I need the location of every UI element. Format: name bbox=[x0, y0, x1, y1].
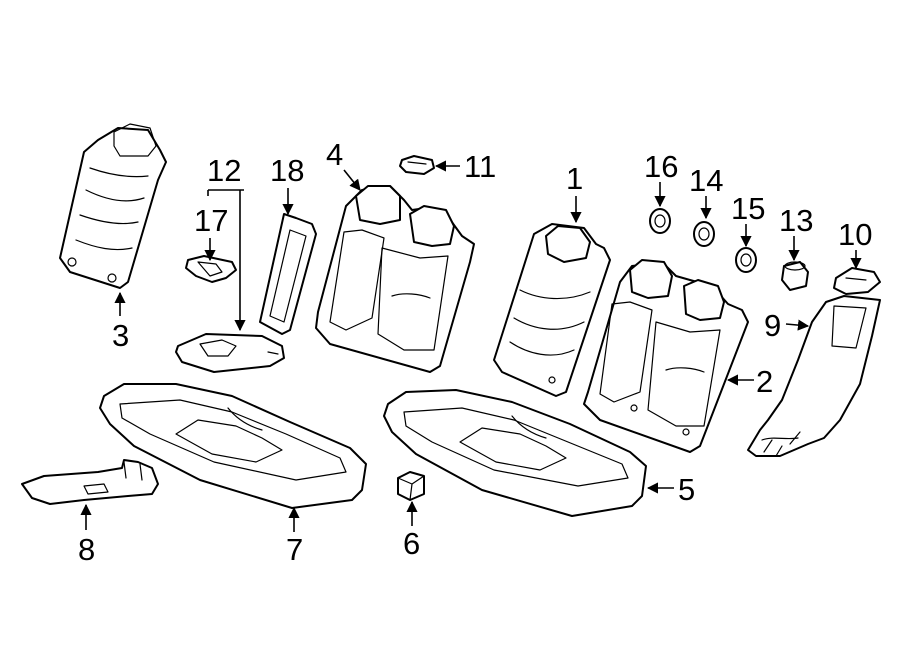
callout-13: 13 bbox=[779, 203, 813, 238]
part-2-seatback-frame-right bbox=[583, 259, 749, 453]
part-17-bracket bbox=[185, 255, 237, 283]
part-15-ring bbox=[735, 247, 757, 273]
part-1-seatback-cover bbox=[493, 223, 611, 397]
leader-lines bbox=[80, 160, 862, 532]
callout-15: 15 bbox=[731, 191, 765, 226]
part-7-seat-cushion-left bbox=[99, 383, 367, 509]
part-5-seat-cushion-right bbox=[383, 389, 647, 517]
callout-1: 1 bbox=[566, 161, 583, 196]
callout-16: 16 bbox=[644, 149, 678, 184]
part-18-panel bbox=[259, 213, 317, 335]
callout-18: 18 bbox=[270, 153, 304, 188]
callout-2: 2 bbox=[756, 364, 773, 399]
part-16-ring bbox=[649, 208, 671, 234]
part-12-armrest bbox=[175, 333, 285, 373]
part-13-cap bbox=[781, 261, 809, 291]
callout-11: 11 bbox=[464, 149, 496, 184]
callout-7: 7 bbox=[286, 532, 303, 567]
part-6-block bbox=[397, 471, 425, 501]
callout-3: 3 bbox=[112, 318, 129, 353]
part-14-ring bbox=[693, 221, 715, 247]
part-3-seatback-cover-left bbox=[59, 123, 167, 289]
part-11-clip bbox=[399, 155, 435, 175]
callout-10: 10 bbox=[838, 217, 872, 252]
callout-6: 6 bbox=[403, 526, 420, 561]
callout-14: 14 bbox=[689, 163, 723, 198]
callout-17: 17 bbox=[194, 203, 228, 238]
part-8-mat bbox=[21, 459, 159, 505]
callout-4: 4 bbox=[326, 137, 343, 172]
callout-5: 5 bbox=[678, 472, 695, 507]
part-10-clip bbox=[833, 267, 881, 295]
callout-9: 9 bbox=[764, 308, 781, 343]
part-4-seatback-frame bbox=[315, 185, 475, 373]
part-9-side-bolster bbox=[747, 295, 881, 457]
callout-labels: 3 12 17 18 4 11 1 16 14 15 13 10 2 9 5 6… bbox=[78, 137, 872, 567]
callout-8: 8 bbox=[78, 532, 95, 567]
callout-12: 12 bbox=[207, 153, 241, 188]
